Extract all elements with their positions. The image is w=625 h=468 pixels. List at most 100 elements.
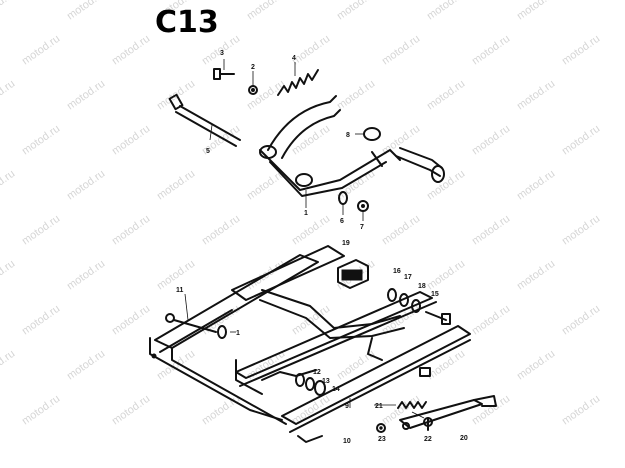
- watermark-text: motod.ru: [335, 78, 377, 113]
- part-label-11: 11: [176, 287, 184, 294]
- part-label-19: 19: [342, 240, 350, 247]
- watermark-text: motod.ru: [290, 33, 332, 68]
- watermark-text: motod.ru: [560, 393, 602, 428]
- watermark-text: motod.ru: [65, 0, 107, 22]
- part-label-21: 21: [375, 403, 383, 410]
- watermark-text: motod.ru: [20, 33, 62, 68]
- watermark-text: motod.ru: [110, 213, 152, 248]
- part-label-4: 4: [292, 55, 296, 62]
- watermark-text: motod.ru: [470, 33, 512, 68]
- watermark-text: motod.ru: [20, 213, 62, 248]
- watermark-text: motod.ru: [380, 213, 422, 248]
- watermark-text: motod.ru: [200, 213, 242, 248]
- watermark-text: motod.ru: [560, 213, 602, 248]
- part-label-20: 20: [460, 435, 468, 442]
- watermark-text: motod.ru: [335, 168, 377, 203]
- nut-part-7: [357, 200, 369, 212]
- watermark-text: motod.ru: [515, 78, 557, 113]
- watermark-text: motod.ru: [0, 78, 17, 113]
- part-label-1: 1: [304, 210, 308, 217]
- watermark-text: motod.ru: [380, 33, 422, 68]
- rubber-stopper-part-8: [363, 127, 381, 141]
- part-label-8: 8: [346, 132, 350, 139]
- frame-part-9: [149, 245, 471, 443]
- watermark-text: motod.ru: [470, 393, 512, 428]
- watermark-text: motod.ru: [20, 303, 62, 338]
- watermark-text: motod.ru: [335, 0, 377, 22]
- part-label-3: 3: [220, 50, 224, 57]
- watermark-text: motod.ru: [155, 168, 197, 203]
- watermark-text: motod.ru: [200, 393, 242, 428]
- watermark-text: motod.ru: [380, 393, 422, 428]
- leader-lines: [184, 59, 425, 419]
- part-label-6: 6: [340, 218, 344, 225]
- part-label-16: 16: [393, 268, 401, 275]
- part-label-23: 23: [378, 436, 386, 443]
- part-label-17: 17: [404, 274, 412, 281]
- watermark-text: motod.ru: [110, 393, 152, 428]
- watermark-text: motod.ru: [515, 258, 557, 293]
- part-label-12: 12: [313, 369, 321, 376]
- watermark-text: motod.ru: [110, 33, 152, 68]
- watermark-text: motod.ru: [470, 213, 512, 248]
- bushing-part-16: [387, 288, 397, 302]
- spring-part-4: [277, 69, 319, 96]
- nut-part-23: [376, 423, 386, 433]
- long-bolt-part-11: [165, 313, 217, 333]
- watermark-text: motod.ru: [65, 168, 107, 203]
- part-label-5: 5: [206, 148, 210, 155]
- watermark-text: motod.ru: [560, 33, 602, 68]
- part-label-2: 2: [251, 64, 255, 71]
- watermark-text: motod.ru: [470, 123, 512, 158]
- washer-part-18: [411, 299, 421, 313]
- plate-part-19: [337, 259, 369, 289]
- washer-part-17: [399, 293, 409, 307]
- watermark-text: motod.ru: [425, 258, 467, 293]
- watermark-text: motod.ru: [560, 123, 602, 158]
- watermark-text: motod.ru: [20, 123, 62, 158]
- watermark-text: motod.ru: [245, 78, 287, 113]
- watermark-text: motod.ru: [245, 0, 287, 22]
- pivot-bolt-part-5: [168, 93, 241, 147]
- part-number-labels: 3 2 4 5 8 1 6 7 19 16 17 18 15 11 1 12 1…: [176, 50, 468, 445]
- bolt-part-3: [213, 68, 235, 80]
- part-label-18: 18: [418, 283, 426, 290]
- washer-part-14-left: [217, 325, 227, 339]
- watermark-text: motod.ru: [560, 303, 602, 338]
- watermark-text: motod.ru: [0, 168, 17, 203]
- watermark-text: motod.ru: [0, 258, 17, 293]
- part-label-7: 7: [360, 224, 364, 231]
- watermark-text: motod.ru: [290, 213, 332, 248]
- watermark-text: motod.ru: [290, 123, 332, 158]
- watermark-text: motod.ru: [515, 348, 557, 383]
- watermark-text: motod.ru: [65, 78, 107, 113]
- washer-part-13: [305, 377, 315, 391]
- watermark-text: motod.ru: [65, 258, 107, 293]
- watermark-text: motod.ru: [515, 0, 557, 22]
- part-label-14: 14: [332, 386, 340, 393]
- center-stand-part-1: [259, 95, 445, 197]
- collar-part-12: [295, 373, 305, 387]
- part-label-22: 22: [424, 436, 432, 443]
- nut-part-2: [248, 85, 258, 95]
- part-label-15: 15: [431, 291, 439, 298]
- watermark-text: motod.ru: [470, 303, 512, 338]
- watermark-text: motod.ru: [425, 78, 467, 113]
- watermark-text: motod.ru: [65, 348, 107, 383]
- watermark-text: motod.ru: [110, 303, 152, 338]
- part-label-1-frame: 1: [236, 330, 240, 337]
- part-label-9: 9: [345, 403, 349, 410]
- bolt-part-15: [425, 311, 451, 325]
- part-label-10: 10: [343, 438, 351, 445]
- watermark-text: motod.ru: [110, 123, 152, 158]
- pin-part-22: [423, 417, 433, 431]
- watermark-text: motod.ru: [0, 0, 17, 22]
- watermark-text: motod.ru: [0, 348, 17, 383]
- part-label-13: 13: [322, 378, 330, 385]
- bushing-part-14: [314, 380, 326, 396]
- watermark-text: motod.ru: [425, 0, 467, 22]
- diagram-code-title: C13: [155, 5, 219, 40]
- watermark-text: motod.ru: [515, 168, 557, 203]
